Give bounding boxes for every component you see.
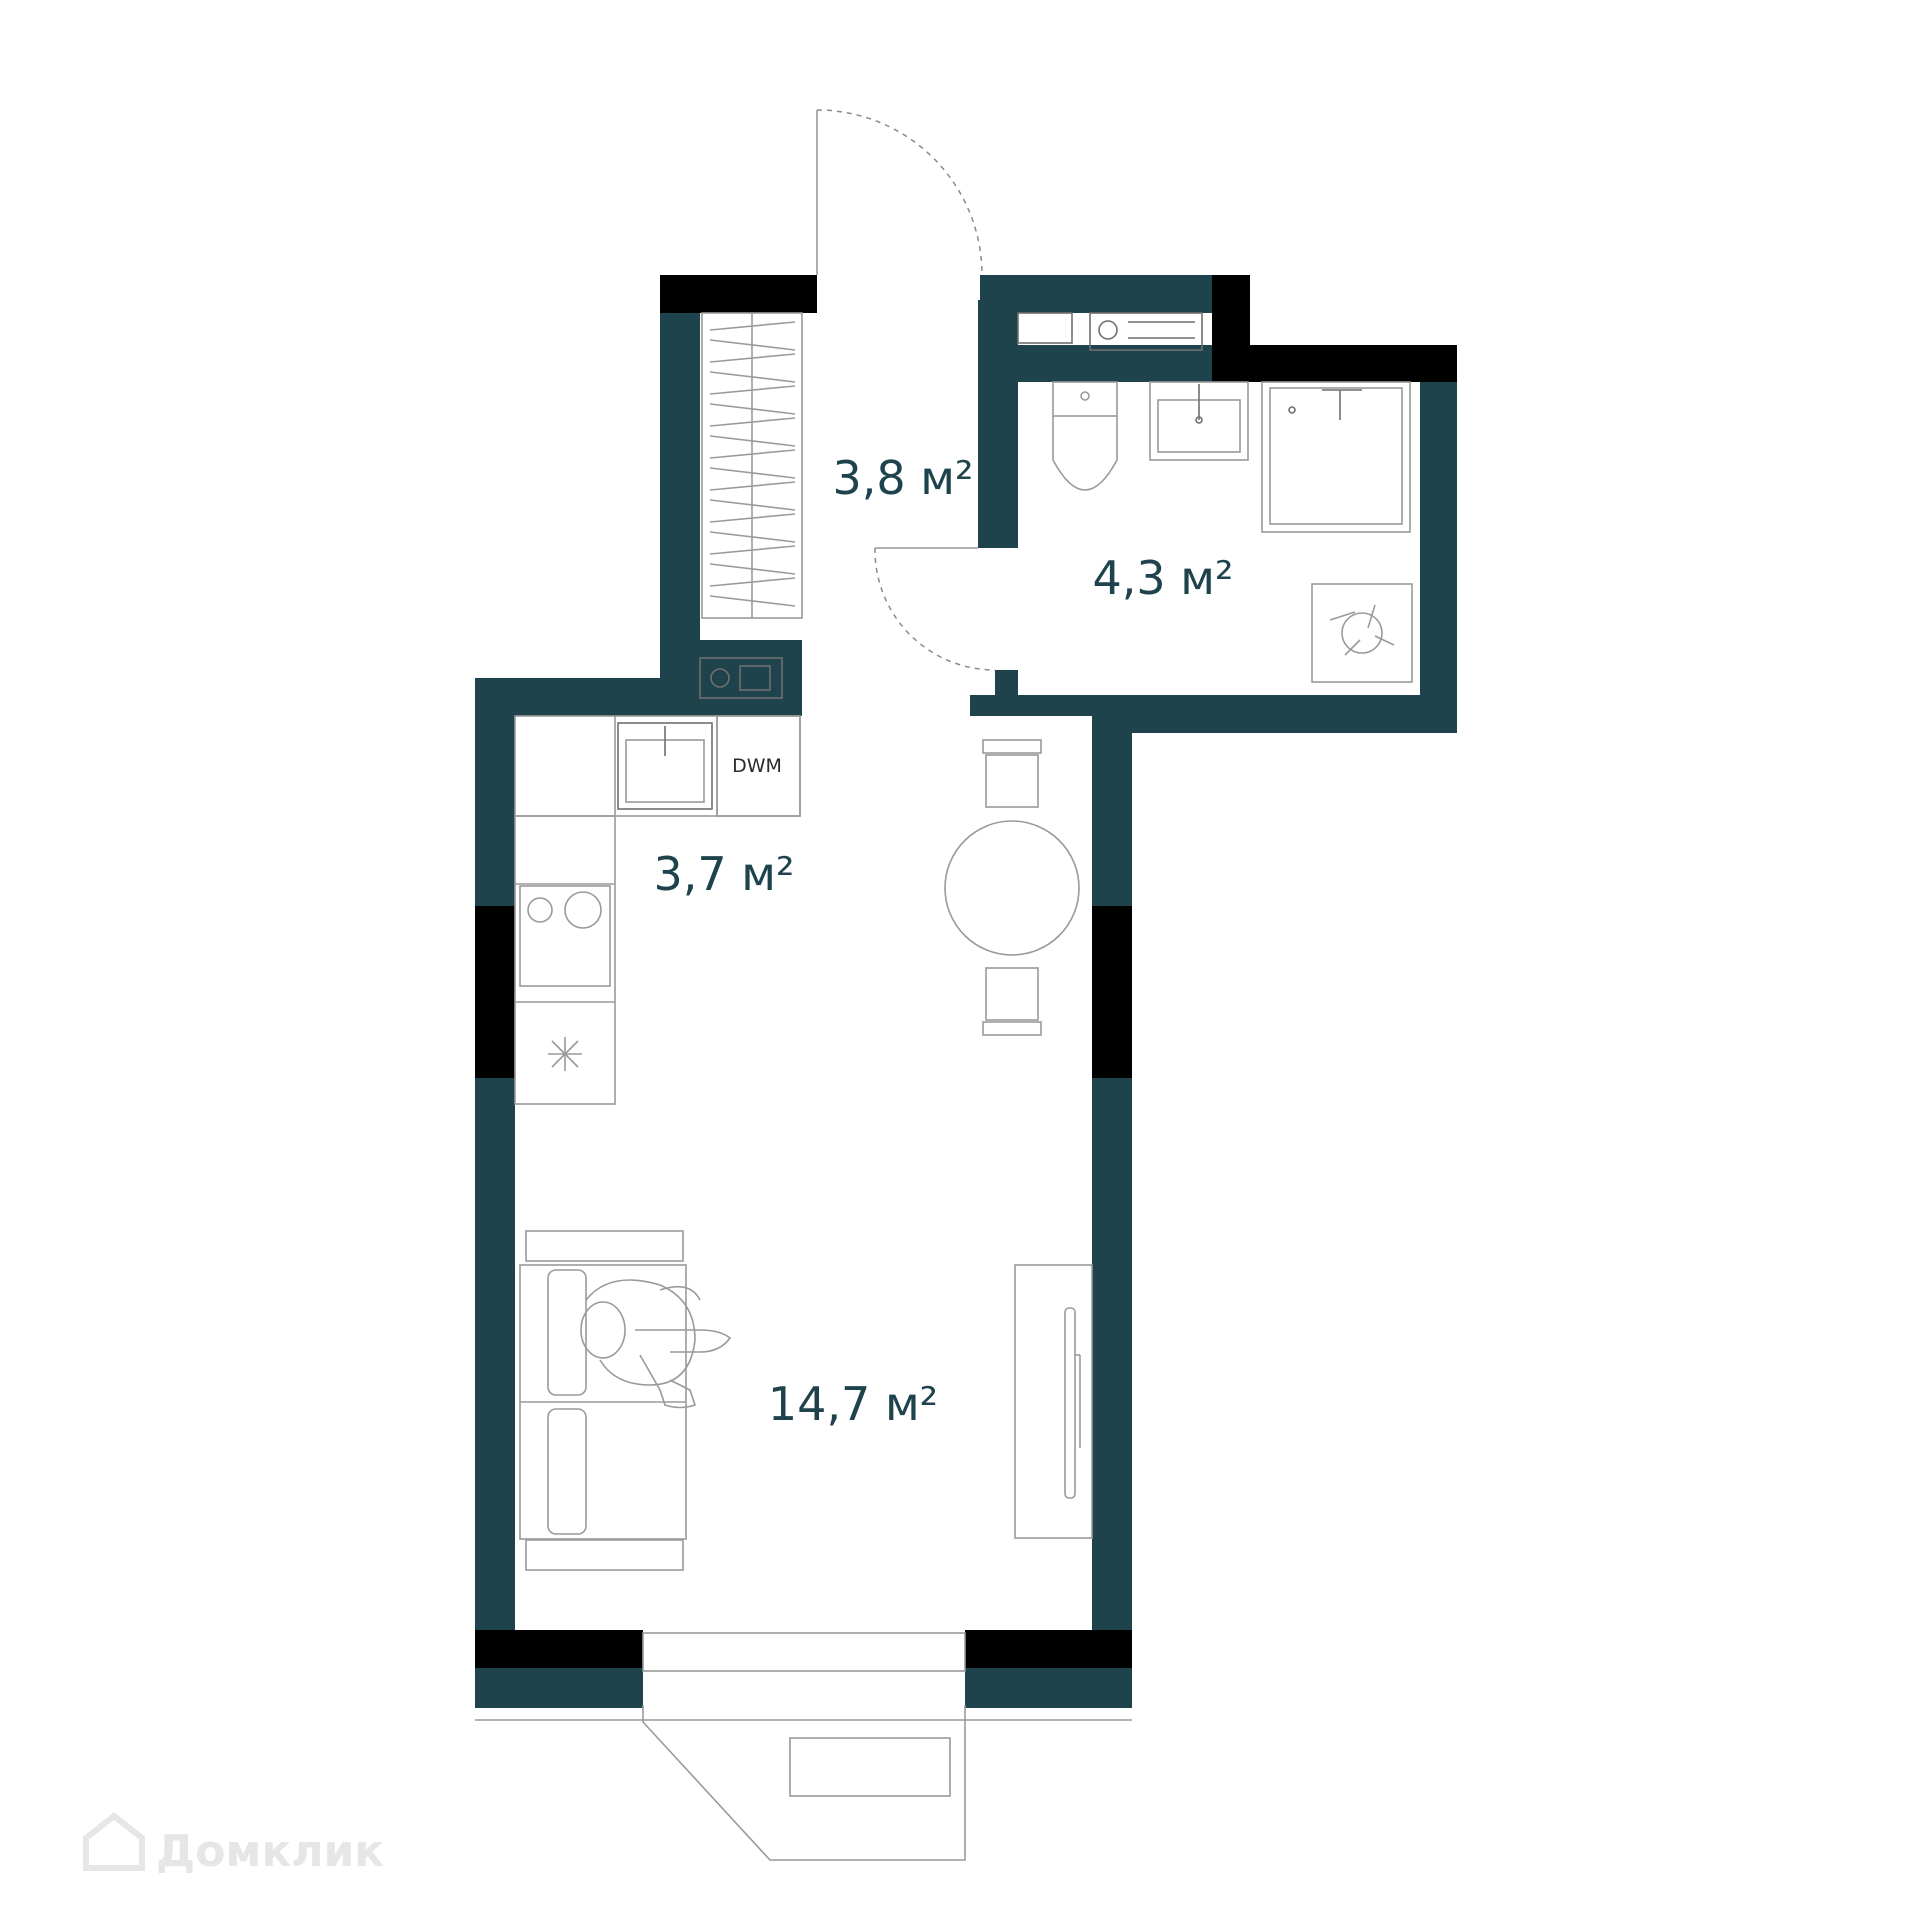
stove-icon	[519, 885, 611, 987]
windows	[475, 275, 1457, 1721]
person-icon	[580, 1279, 732, 1409]
living-area-label: 14,7 м²	[768, 1377, 938, 1431]
watermark-brand: Домклик	[156, 1826, 384, 1877]
wardrobe-hatch-line	[709, 371, 796, 383]
tv-unit	[1014, 1264, 1093, 1539]
washing-machine-icon	[1311, 583, 1413, 683]
wardrobe-hatch-line	[709, 531, 796, 543]
wardrobe-hatch-line	[709, 513, 796, 523]
wardrobe-hatch-line	[709, 481, 796, 491]
watermark: Домклик	[83, 1812, 384, 1877]
bathroom-door	[874, 547, 996, 671]
dishwasher-label: DWM	[732, 755, 782, 777]
wardrobe-hatch-line	[709, 403, 796, 415]
wardrobe-hatch-line	[709, 321, 796, 331]
entrance-door	[816, 109, 983, 276]
wardrobe-hatch-line	[709, 595, 796, 607]
kitchen-sink-icon	[617, 722, 713, 810]
wardrobe-hatch-line	[709, 499, 796, 511]
wardrobe-hatch-line	[709, 339, 796, 351]
hallway-area-label: 3,8 м²	[833, 451, 974, 505]
dishwasher: DWM	[716, 715, 801, 817]
wardrobe-hatch-line	[709, 435, 796, 447]
wardrobe-hatch-line	[709, 385, 796, 395]
wardrobe-hatch-line	[709, 563, 796, 575]
wardrobe	[701, 312, 803, 619]
wardrobe-hatch-line	[709, 449, 796, 459]
wardrobe-hatch-line	[709, 353, 796, 363]
sofa	[519, 1230, 687, 1571]
balcony	[642, 1705, 966, 1861]
wardrobe-hatch-line	[709, 467, 796, 479]
dining-table	[944, 739, 1080, 1036]
house-logo-icon	[83, 1812, 145, 1871]
kitchen-area-label: 3,7 м²	[654, 847, 795, 901]
toilet-icon	[1052, 381, 1118, 491]
shower-icon	[1261, 381, 1411, 533]
meter-box-icon	[699, 657, 783, 699]
bathroom-meters-icon	[1017, 312, 1203, 351]
wardrobe-hatch-line	[709, 545, 796, 555]
bathroom-sink-icon	[1149, 381, 1249, 461]
fridge-icon	[548, 1037, 582, 1071]
wardrobe-hatch-line	[709, 577, 796, 587]
wardrobe-hatch-line	[709, 417, 796, 427]
bathroom-area-label: 4,3 м²	[1093, 551, 1234, 605]
